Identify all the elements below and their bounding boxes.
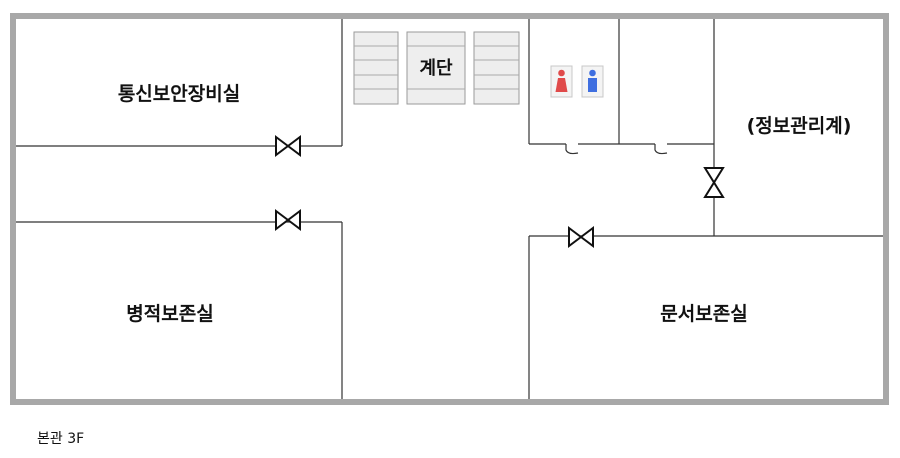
restroom-men-icon xyxy=(581,65,604,98)
room-label-comm-security: 통신보안장비실 xyxy=(118,83,240,105)
room-label-stairs: 계단 xyxy=(419,58,453,79)
restroom-door-swing xyxy=(654,144,668,155)
door-icon xyxy=(568,226,594,248)
room-label-military-records: 병적보존실 xyxy=(126,303,213,325)
restroom-women-icon xyxy=(550,65,573,98)
room-label-document-archive: 문서보존실 xyxy=(660,303,747,325)
door-icon xyxy=(275,135,301,157)
restroom-door-swing xyxy=(565,144,579,155)
floor-caption: 본관 3F xyxy=(37,431,85,447)
stairs xyxy=(353,31,520,105)
door-icon xyxy=(275,209,301,231)
door-icon xyxy=(703,167,725,198)
room-label-info-management: (정보관리계) xyxy=(747,115,852,137)
